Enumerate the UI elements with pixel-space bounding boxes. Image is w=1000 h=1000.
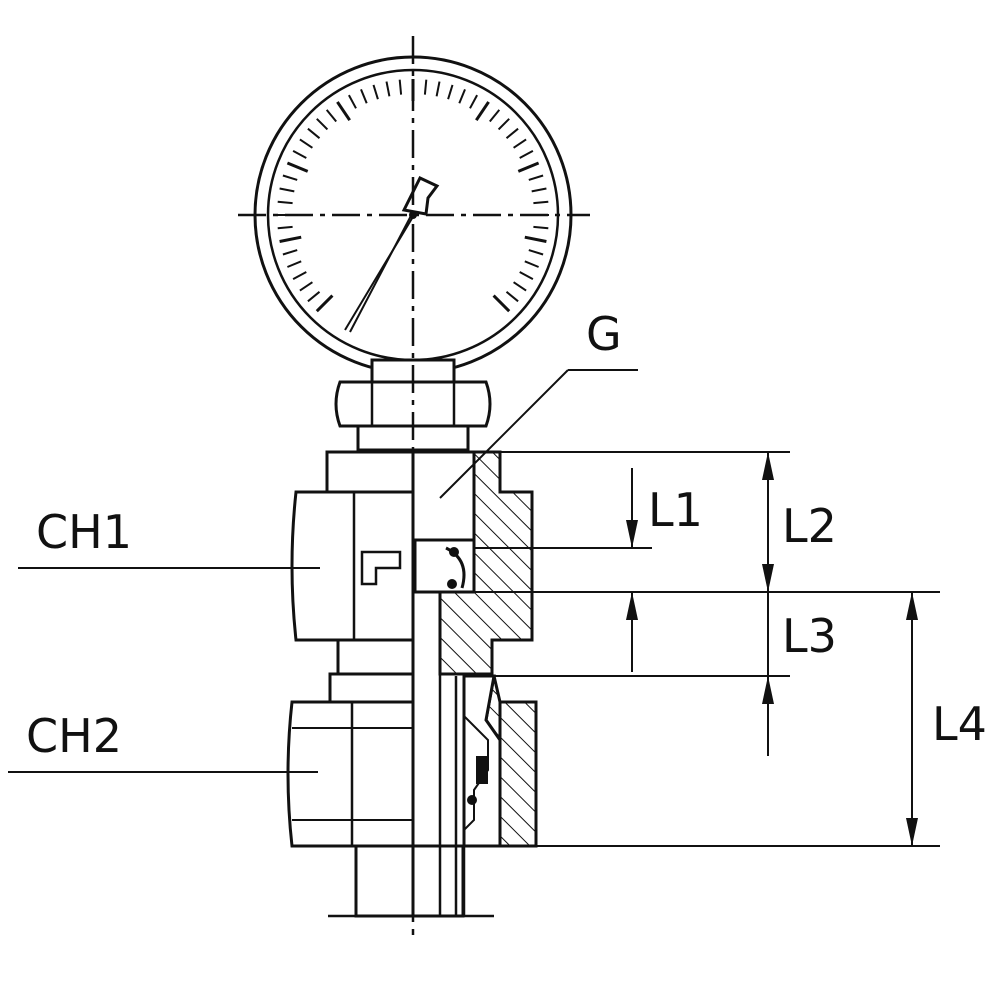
gauge-tick: [533, 200, 549, 205]
gauge-tick: [517, 161, 540, 173]
label-g: G: [586, 307, 622, 361]
gauge-tick: [531, 187, 547, 193]
dimension-l2: [762, 452, 774, 592]
adapter-body-ch1: [290, 450, 415, 676]
label-l1: L1: [648, 483, 703, 537]
leader-lines: [8, 369, 638, 773]
gauge-tick: [513, 281, 527, 292]
gauge-tick: [475, 101, 490, 122]
label-ch2: CH2: [26, 709, 122, 763]
gauge-tick: [505, 127, 519, 139]
gauge-tick: [282, 174, 298, 181]
gauge-tick: [519, 271, 534, 280]
dimension-l4: [906, 592, 918, 846]
gauge-tick: [336, 101, 351, 122]
adapter-body-section: [411, 450, 534, 676]
tube: [328, 674, 494, 918]
gauge-tick: [277, 200, 293, 205]
gauge-tick: [348, 94, 357, 109]
lower-nut-ch2: [286, 672, 538, 848]
gauge-tick: [316, 118, 329, 131]
gauge-tick: [360, 89, 368, 104]
gauge-tick: [492, 294, 511, 313]
gauge-tick: [299, 281, 313, 292]
gauge-tick: [489, 109, 501, 123]
gauge-tick: [458, 89, 466, 104]
label-l4: L4: [932, 697, 987, 751]
gauge-tick: [325, 109, 337, 123]
gauge-tick: [524, 260, 539, 268]
gauge-tick: [497, 118, 510, 131]
gauge-needle: [344, 176, 440, 333]
gauge-tick: [513, 138, 527, 149]
gauge-tick: [447, 84, 454, 100]
dimension-l1: [626, 468, 638, 672]
label-l3: L3: [782, 609, 837, 663]
gauge-tick: [307, 127, 321, 139]
center-lines: [238, 36, 590, 935]
gauge-tick: [287, 260, 302, 268]
gauge-tick: [282, 249, 298, 256]
gauge-tick: [528, 249, 544, 256]
gauge-tick: [279, 235, 302, 243]
gauge-tick: [469, 94, 478, 109]
gauge-tick: [315, 294, 334, 313]
dimension-l3: [762, 592, 774, 756]
gauge-tick: [524, 235, 547, 243]
gauge-tick: [385, 81, 391, 97]
gauge-tick: [277, 225, 293, 230]
gauge-tick: [286, 161, 309, 173]
gauge-tick: [299, 138, 313, 149]
gauge-tick: [292, 150, 307, 159]
dimension-lines: [474, 451, 940, 847]
gauge-tick: [372, 84, 379, 100]
label-ch1: CH1: [36, 505, 132, 559]
gauge-tick: [279, 187, 295, 193]
gauge-scale-ticks: [277, 79, 549, 313]
gauge-tick: [307, 291, 321, 303]
gauge-tick: [528, 174, 544, 181]
label-l2: L2: [782, 499, 837, 553]
gauge-tick: [292, 271, 307, 280]
gauge-tick: [519, 150, 534, 159]
gauge-tick: [505, 291, 519, 303]
gauge-tick: [398, 79, 403, 95]
gauge-tick: [533, 225, 549, 230]
labels: G CH1 CH2 L1 L2 L3 L4: [26, 307, 987, 763]
gauge-tick: [435, 81, 441, 97]
gauge-tick: [423, 79, 428, 95]
